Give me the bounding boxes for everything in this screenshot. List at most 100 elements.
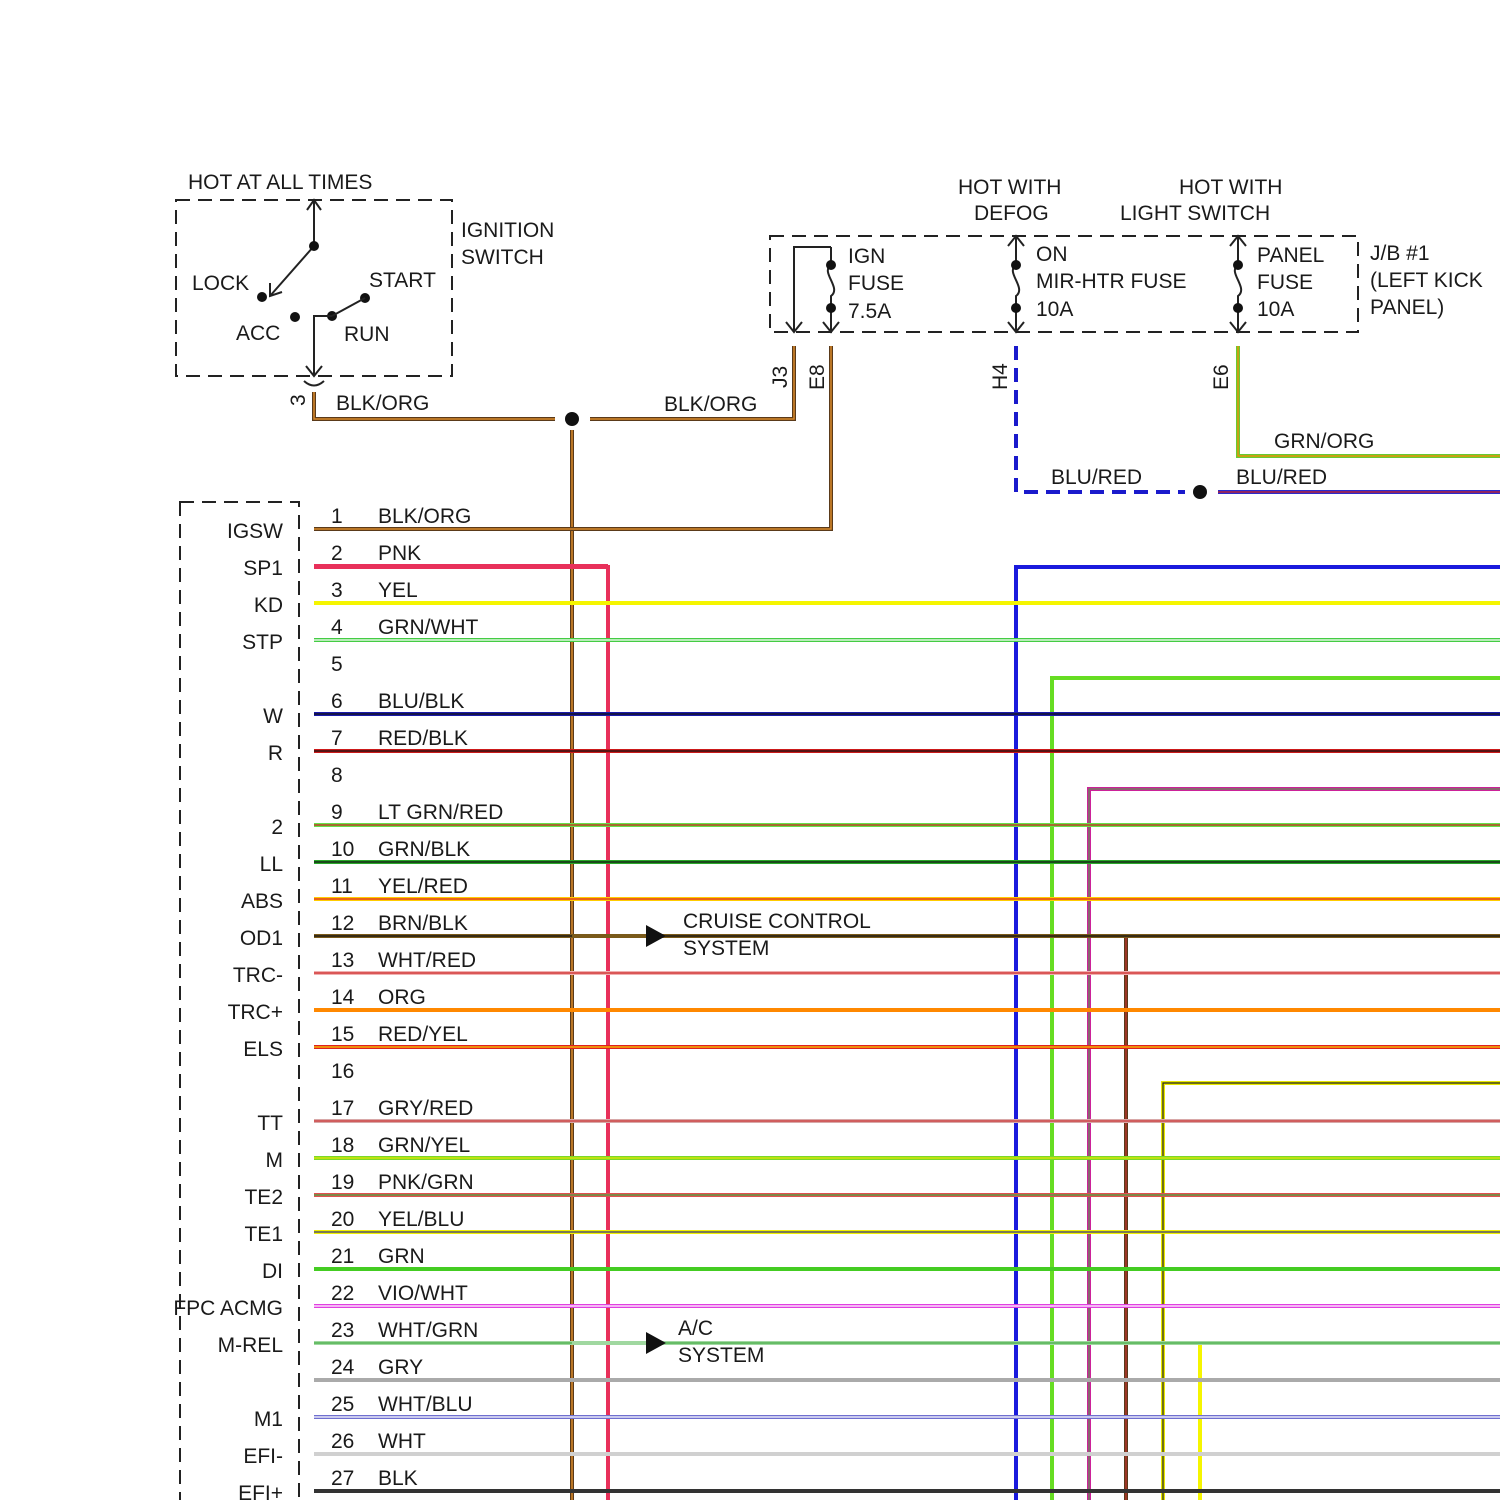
jb-label-line2: (LEFT KICK xyxy=(1370,269,1483,292)
switch-blade xyxy=(270,246,314,296)
connector-signal-label: DI xyxy=(262,1260,283,1283)
connector-signal-label: TE2 xyxy=(244,1186,283,1209)
pin-e8-label: E8 xyxy=(806,364,829,390)
pin-number: 27 xyxy=(331,1467,354,1490)
pin-number: 18 xyxy=(331,1134,354,1157)
panel-fuse-word: FUSE xyxy=(1257,271,1313,294)
lock-label: LOCK xyxy=(192,272,249,295)
ign-fuse-word: FUSE xyxy=(848,272,904,295)
hot-with-light-line1: HOT WITH xyxy=(1179,176,1282,199)
connector-signal-label: M-REL xyxy=(218,1334,283,1357)
ign-fuse-rating: 7.5A xyxy=(848,300,891,323)
ign-fuse-element xyxy=(828,247,834,332)
connector-signal-label: EFI- xyxy=(243,1445,283,1468)
pin-wire-color-label: GRN/BLK xyxy=(378,838,470,861)
mir-fuse-label: MIR-HTR FUSE xyxy=(1036,270,1187,293)
pin-number: 12 xyxy=(331,912,354,935)
mir-fuse-element xyxy=(1013,236,1019,332)
pin-wire-color-label: WHT/GRN xyxy=(378,1319,478,1342)
panel-fuse-label: PANEL xyxy=(1257,244,1324,267)
pin-number: 13 xyxy=(331,949,354,972)
connector-signal-label: 2 xyxy=(271,816,283,839)
ignition-switch-title-line2: SWITCH xyxy=(461,246,544,269)
pin-wire-color-label: RED/YEL xyxy=(378,1023,468,1046)
panel-fuse-element xyxy=(1235,236,1241,332)
blk-org-label-left: BLK/ORG xyxy=(336,392,429,415)
pin-number: 15 xyxy=(331,1023,354,1046)
ign-fuse-top-dot xyxy=(826,260,836,270)
pin-number: 20 xyxy=(331,1208,354,1231)
yel-blk-branch-stripe xyxy=(1163,1083,1500,1500)
pin-number: 22 xyxy=(331,1282,354,1305)
pin-wire-color-label: RED/BLK xyxy=(378,727,468,750)
ac-arrow-icon xyxy=(646,1332,666,1354)
annotations: CRUISE CONTROL SYSTEM A/C SYSTEM xyxy=(572,910,871,1367)
acc-contact xyxy=(290,312,300,322)
junction-block: HOT WITH DEFOG HOT WITH LIGHT SWITCH IGN… xyxy=(769,176,1483,390)
pin-number: 21 xyxy=(331,1245,354,1268)
connector-signal-label: KD xyxy=(254,594,283,617)
connector-signal-label: M xyxy=(266,1149,284,1172)
pin-number: 7 xyxy=(331,727,343,750)
pin-number: 14 xyxy=(331,986,355,1009)
pin-wire-color-label: PNK xyxy=(378,542,421,565)
connector-signal-label: OD1 xyxy=(240,927,283,950)
ign-fuse-bottom-dot xyxy=(826,303,836,313)
jb-label-line3: PANEL) xyxy=(1370,296,1444,319)
ac-label-line1: A/C xyxy=(678,1317,713,1340)
pin-number: 3 xyxy=(331,579,343,602)
pin-wire-color-label: PNK/GRN xyxy=(378,1171,474,1194)
hot-with-light-line2: LIGHT SWITCH xyxy=(1120,202,1270,225)
connector-signal-label: ELS xyxy=(243,1038,283,1061)
mir-fuse-top-dot xyxy=(1011,260,1021,270)
blu-red-splice xyxy=(1193,485,1207,499)
jb-label-line1: J/B #1 xyxy=(1370,242,1430,265)
blu-red-label-left: BLU/RED xyxy=(1051,466,1142,489)
cruise-label-line1: CRUISE CONTROL xyxy=(683,910,871,933)
switch-pivot xyxy=(309,241,319,251)
blu-red-label-right: BLU/RED xyxy=(1236,466,1327,489)
pin-number: 24 xyxy=(331,1356,355,1379)
pin-wire-color-label: VIO/WHT xyxy=(378,1282,468,1305)
cruise-arrow-icon xyxy=(646,925,666,947)
pin-wire-color-label: LT GRN/RED xyxy=(378,801,503,824)
mir-fuse-rating: 10A xyxy=(1036,298,1073,321)
grn-org-label: GRN/ORG xyxy=(1274,430,1374,453)
pin-number: 9 xyxy=(331,801,343,824)
pin-wire-color-label: ORG xyxy=(378,986,426,1009)
pin-number: 6 xyxy=(331,690,343,713)
pin-wire-color-label: GRN/YEL xyxy=(378,1134,470,1157)
connector-signal-label: ABS xyxy=(241,890,283,913)
pin-wire-color-label: YEL/RED xyxy=(378,875,468,898)
hot-with-defog-line1: HOT WITH xyxy=(958,176,1061,199)
pin-wire-color-label: WHT xyxy=(378,1430,426,1453)
pin-number: 25 xyxy=(331,1393,354,1416)
pin-number: 11 xyxy=(331,875,353,898)
mir-fuse-on: ON xyxy=(1036,243,1068,266)
pin-number: 4 xyxy=(331,616,343,639)
branch-wires xyxy=(314,567,1500,1500)
pin-wire-color-label: YEL xyxy=(378,579,418,602)
pin-number: 23 xyxy=(331,1319,354,1342)
pin-wire-color-label: WHT/BLU xyxy=(378,1393,473,1416)
connector-signal-label: FPC ACMG xyxy=(173,1297,283,1320)
pin-number: 19 xyxy=(331,1171,354,1194)
yel-branch-wire xyxy=(1200,1343,1500,1500)
panel-fuse-bottom-dot xyxy=(1233,303,1243,313)
pin-number: 8 xyxy=(331,764,343,787)
ac-label-line2: SYSTEM xyxy=(678,1344,764,1367)
connector-signal-label: TRC- xyxy=(233,964,283,987)
panel-fuse-rating: 10A xyxy=(1257,298,1294,321)
hot-at-all-times-label: HOT AT ALL TIMES xyxy=(188,171,372,194)
ign-fuse-label: IGN xyxy=(848,245,885,268)
panel-fuse-top-dot xyxy=(1233,260,1243,270)
connector-signal-label: STP xyxy=(242,631,283,654)
pin-number: 17 xyxy=(331,1097,354,1120)
ignition-switch: HOT AT ALL TIMES IGNITION SWITCH LOCK AC… xyxy=(176,171,554,406)
vio-branch-wire xyxy=(1089,789,1500,1500)
connector-signal-label: TRC+ xyxy=(228,1001,283,1024)
grn-branch-wire xyxy=(1052,678,1500,1500)
pin-number: 16 xyxy=(331,1060,354,1083)
pin-wire-color-label: YEL/BLU xyxy=(378,1208,464,1231)
